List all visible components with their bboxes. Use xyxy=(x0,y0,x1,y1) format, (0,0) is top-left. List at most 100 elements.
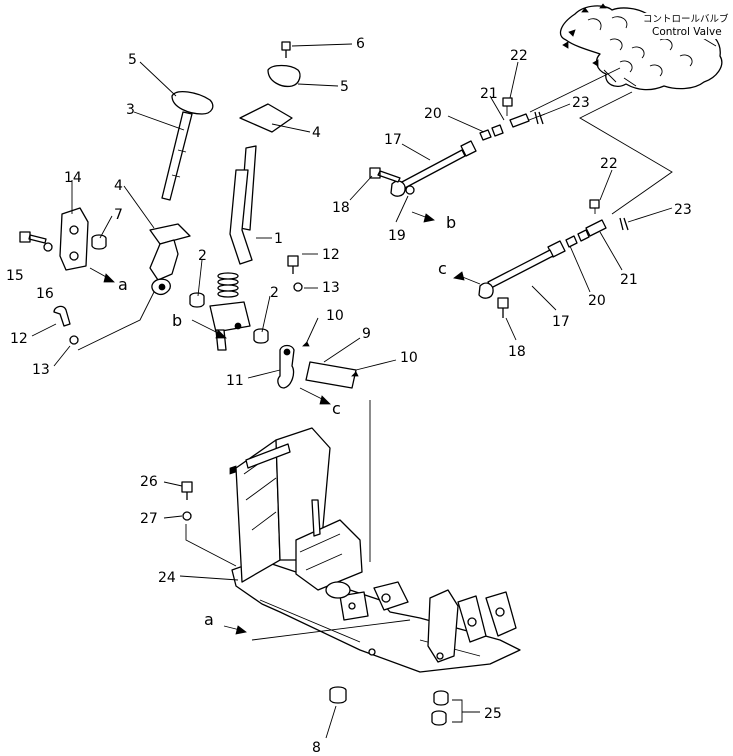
connector-a-left: a xyxy=(118,275,128,294)
callout-14: 14 xyxy=(64,170,82,186)
callout-27: 27 xyxy=(140,511,158,527)
cotter-10-b xyxy=(351,371,359,377)
center-bracket xyxy=(295,519,363,591)
connection-routes xyxy=(77,211,481,641)
bushing-8 xyxy=(329,686,347,704)
connector-b-left: b xyxy=(172,311,182,330)
bracket-right-1 xyxy=(427,589,459,663)
locknut-20-lower xyxy=(565,235,578,248)
callout-22-upper: 22 xyxy=(510,48,528,64)
callout-23-upper: 23 xyxy=(572,95,590,111)
bracket-14 xyxy=(59,207,89,271)
nut-upper xyxy=(479,129,492,141)
callout-24: 24 xyxy=(158,570,176,586)
callout-2-right: 2 xyxy=(270,285,279,301)
control-valve-label-jp: コントロールバルブ xyxy=(643,13,729,25)
mount-plate-b xyxy=(373,581,409,611)
rod-17-upper xyxy=(399,149,466,190)
washer-13-right xyxy=(293,282,303,292)
callout-17-upper: 17 xyxy=(384,132,402,148)
washer-16 xyxy=(43,242,53,252)
base-frame-24 xyxy=(229,427,521,673)
cushion-25-lower xyxy=(431,710,447,726)
boot-4-right xyxy=(239,103,293,133)
bolt-26 xyxy=(181,481,193,500)
lever-1-assembly xyxy=(189,41,303,351)
control-valve-link-line-lower xyxy=(579,91,673,215)
callout-21-upper: 21 xyxy=(480,86,498,102)
nut-lower xyxy=(577,229,590,242)
pin-9 xyxy=(305,361,357,389)
ball-joint-upper xyxy=(390,180,406,197)
bushing-2-lower xyxy=(253,328,269,344)
bolt-6 xyxy=(281,41,291,58)
rod-17-lower xyxy=(487,249,554,289)
bolt-12-right xyxy=(287,255,299,274)
bushing-7 xyxy=(91,234,107,250)
callout-11: 11 xyxy=(226,373,244,389)
callout-20-upper: 20 xyxy=(424,106,442,122)
callout-18-lower: 18 xyxy=(508,344,526,360)
callout-22-lower: 22 xyxy=(600,156,618,172)
callout-4-right: 4 xyxy=(312,125,321,141)
callout-13-left: 13 xyxy=(32,362,50,378)
lever-3-assembly xyxy=(149,90,214,296)
connector-letters: a a b b c c xyxy=(118,213,456,629)
link-11-and-pin-9 xyxy=(277,341,359,389)
bolt-18-upper xyxy=(369,167,401,183)
connector-c-right: c xyxy=(438,259,447,278)
callout-21-lower: 21 xyxy=(620,272,638,288)
callout-13-right: 13 xyxy=(322,280,340,296)
callout-25: 25 xyxy=(484,706,502,722)
callout-23-lower: 23 xyxy=(674,202,692,218)
locknut-20-upper xyxy=(491,124,504,137)
tower-cap xyxy=(245,443,291,469)
callout-9: 9 xyxy=(362,326,371,342)
callout-15: 15 xyxy=(6,268,24,284)
bolt-12-left xyxy=(53,305,71,327)
cotter-pin-23-upper xyxy=(534,111,544,125)
callout-19: 19 xyxy=(388,228,406,244)
spring-coils xyxy=(217,272,239,298)
bracket-14-assembly xyxy=(19,207,107,345)
link-11 xyxy=(277,344,295,389)
callout-6: 6 xyxy=(356,36,365,52)
lever-3-base xyxy=(149,239,179,281)
bolt-15 xyxy=(19,231,47,244)
control-valve-link-line-upper xyxy=(529,67,621,113)
rod-end-21-upper xyxy=(509,113,530,128)
callout-5-right: 5 xyxy=(340,79,349,95)
knob-5-left xyxy=(171,90,214,115)
callout-7: 7 xyxy=(114,207,123,223)
grease-fitting-22-upper xyxy=(502,97,513,107)
callout-4-left: 4 xyxy=(114,178,123,194)
callout-2-left: 2 xyxy=(198,248,207,264)
callout-17-lower: 17 xyxy=(552,314,570,330)
washer-13-left xyxy=(69,335,79,345)
washer-27 xyxy=(182,511,192,521)
control-valve-illustration: コントロールバルブ Control Valve xyxy=(559,3,729,91)
boot-4-left xyxy=(149,223,191,245)
callout-26: 26 xyxy=(140,474,158,490)
callout-10-upper: 10 xyxy=(326,308,344,324)
control-valve-label-en: Control Valve xyxy=(652,26,722,38)
cushion-25-upper xyxy=(433,690,449,706)
hole-opening xyxy=(325,581,351,599)
rod-coupler-upper xyxy=(460,140,477,157)
callout-1: 1 xyxy=(274,231,283,247)
rod-end-21-lower xyxy=(585,219,607,237)
center-post xyxy=(311,499,321,537)
cotter-pin-23-lower xyxy=(619,217,629,231)
callout-18-upper: 18 xyxy=(332,200,350,216)
ball-joint-lower xyxy=(478,282,494,299)
bushing-2-upper xyxy=(189,292,205,308)
connector-b-right: b xyxy=(446,213,456,232)
knob-5-right xyxy=(267,64,301,88)
upper-rod-assembly xyxy=(369,97,546,197)
connector-a-bottom: a xyxy=(204,610,214,629)
callout-12-left: 12 xyxy=(10,331,28,347)
callout-3: 3 xyxy=(126,102,135,118)
lever-3-shaft xyxy=(161,111,193,201)
